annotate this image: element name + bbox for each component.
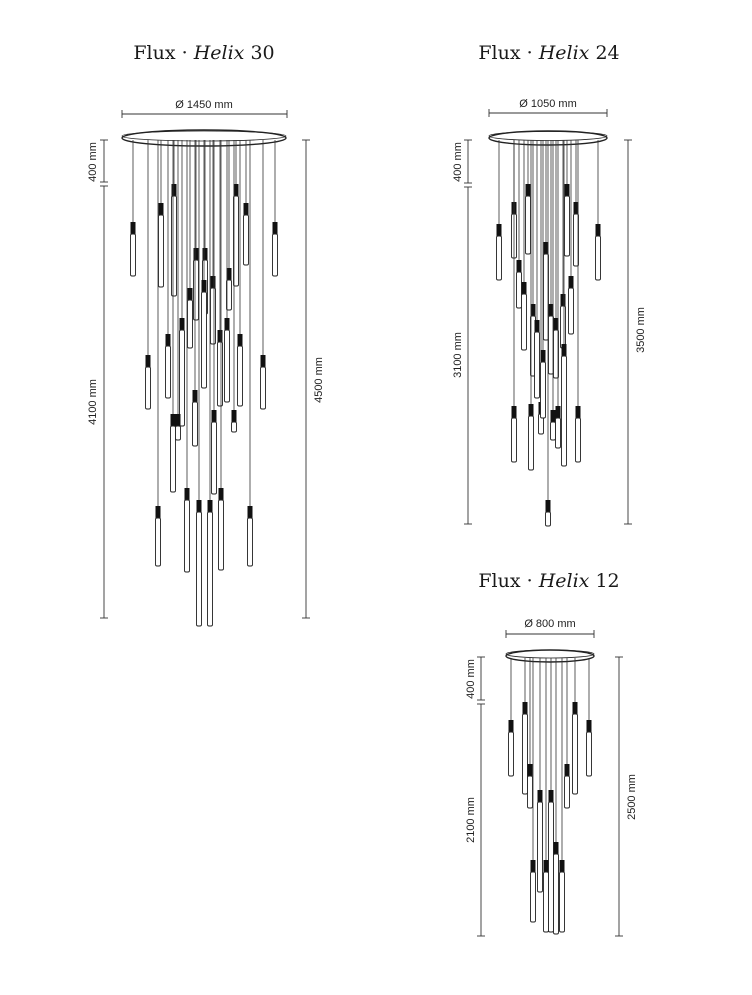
pendant-tube (564, 140, 570, 257)
diameter-dimension-24 (488, 109, 608, 117)
pendant-tube (511, 140, 517, 463)
pendant-tube (155, 140, 161, 567)
total-dimension-30 (302, 139, 310, 619)
pendant-tube (260, 140, 266, 410)
drop-label-12: 2100 mm (465, 797, 477, 843)
pendant-tube (534, 140, 540, 399)
pendant-tube (158, 140, 164, 288)
pendant-tube (231, 140, 237, 433)
pendant-tube (130, 140, 136, 277)
pendant-tube (573, 140, 579, 267)
pendant-tube (272, 140, 278, 277)
product-title-helix-12: Flux · Helix 12 (478, 570, 620, 592)
pendant-tube (247, 140, 253, 567)
total-dimension-24 (624, 139, 632, 525)
pendant-tube (165, 140, 171, 399)
pendant-tube (530, 658, 536, 923)
pendant-tube (559, 658, 565, 933)
pendants-helix-30 (130, 140, 278, 627)
pendants-helix-24 (496, 140, 601, 527)
pendant-tube (548, 658, 554, 933)
diameter-label-24: Ø 1050 mm (519, 98, 576, 110)
canopy-label-12: 400 mm (465, 659, 477, 699)
pendant-tube (543, 140, 549, 341)
pendant-tube (193, 140, 199, 321)
pendant-tube (243, 140, 249, 266)
pendant-tube (528, 140, 534, 471)
pendant-tube (211, 140, 217, 495)
product-title-helix-24: Flux · Helix 24 (478, 42, 620, 64)
pendant-tube (548, 140, 554, 375)
pendant-tube (237, 140, 243, 407)
drop-label-30: 4100 mm (87, 379, 99, 425)
drop-dimension-30 (100, 185, 108, 619)
drawing-helix-12: Ø 800 mm 400 mm 2100 mm 2500 mm (465, 618, 638, 937)
pendant-tube (170, 140, 176, 493)
pendant-tube (564, 658, 570, 809)
drawing-helix-24: Ø 1050 mm 400 mm 3100 mm 3500 mm (452, 98, 647, 527)
diameter-dimension-12 (505, 630, 595, 638)
canopy-dimension-30 (100, 139, 108, 183)
pendant-tube (217, 140, 223, 407)
pendant-tube (521, 140, 527, 351)
diameter-dimension-30 (121, 110, 288, 118)
pendant-tube (540, 140, 546, 419)
total-dimension-12 (615, 656, 623, 937)
pendant-tube (525, 140, 531, 255)
pendant-tube (179, 140, 185, 427)
pendant-tube (561, 140, 567, 467)
pendant-tube (496, 140, 502, 281)
pendant-tube (543, 658, 549, 933)
pendant-tube (192, 140, 198, 447)
total-label-24: 3500 mm (635, 307, 647, 353)
product-title-helix-30: Flux · Helix 30 (133, 42, 275, 64)
pendant-tube (207, 140, 213, 627)
pendant-tube (553, 658, 559, 935)
drop-dimension-24 (464, 186, 472, 525)
pendant-tube (233, 140, 239, 287)
pendant-tube (184, 140, 190, 573)
diameter-label-12: Ø 800 mm (524, 618, 575, 630)
canopy-ring-12 (505, 649, 595, 663)
pendant-tube (196, 140, 202, 627)
pendant-tube (175, 140, 181, 441)
pendant-tube (508, 658, 514, 777)
pendant-tube (572, 658, 578, 795)
canopy-label-24: 400 mm (452, 142, 464, 182)
pendant-tube (568, 140, 574, 335)
canopy-dimension-12 (477, 656, 485, 701)
pendant-tube (218, 140, 224, 571)
pendant-tube (555, 140, 561, 449)
drop-label-24: 3100 mm (452, 332, 464, 378)
pendant-tube (516, 140, 522, 309)
pendant-tube (586, 658, 592, 777)
pendant-tube (595, 140, 601, 281)
total-label-30: 4500 mm (313, 357, 325, 403)
pendant-tube (187, 140, 193, 349)
pendant-tube (224, 140, 230, 403)
drawing-helix-30: Ø 1450 mm 400 mm 4100 mm (87, 99, 325, 627)
pendant-tube (201, 140, 207, 389)
canopy-dimension-24 (464, 139, 472, 184)
drop-dimension-12 (477, 703, 485, 937)
pendant-tube (545, 140, 551, 527)
pendant-tube (522, 658, 528, 795)
pendant-tube (553, 140, 559, 379)
canopy-label-30: 400 mm (87, 142, 99, 182)
pendant-tube (537, 658, 543, 893)
diameter-label-30: Ø 1450 mm (175, 99, 232, 111)
pendant-tube (527, 658, 533, 809)
pendant-tube (145, 140, 151, 410)
pendant-tube (575, 140, 581, 463)
total-label-12: 2500 mm (626, 774, 638, 820)
pendant-tube (226, 140, 232, 311)
pendants-helix-12 (508, 658, 592, 935)
pendant-tube (210, 140, 216, 345)
pendant-tube (171, 140, 177, 297)
